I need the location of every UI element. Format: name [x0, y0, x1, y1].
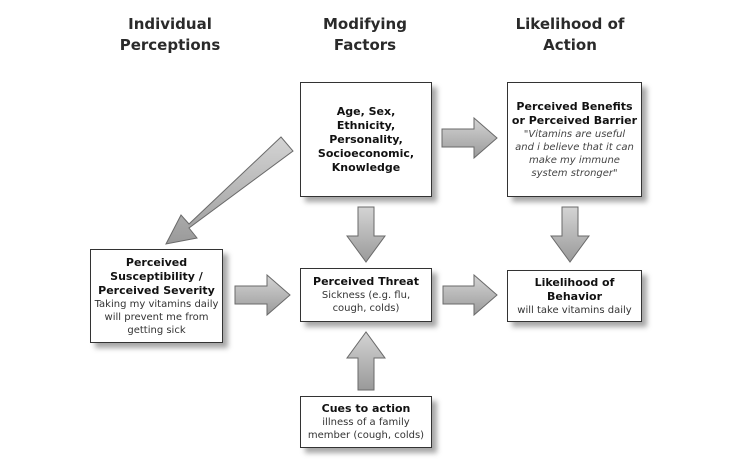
arrow-threat-to-behavior: [442, 273, 498, 317]
box-likelihood-of-behavior: Likelihood of Behavior will take vitamin…: [507, 270, 642, 322]
susceptibility-title-line: Perceived Severity: [98, 283, 215, 297]
arrow-benefits-to-behavior: [550, 206, 590, 263]
susceptibility-title-line: Perceived: [125, 255, 188, 269]
arrow-modifying-to-threat: [346, 206, 386, 263]
arrow-modifying-to-benefits: [441, 116, 498, 160]
modifying-line: Ethnicity,: [336, 118, 396, 132]
benefits-quote-line: and i believe that it can: [515, 141, 634, 153]
cues-title: Cues to action: [321, 402, 411, 415]
behavior-title-line: Behavior: [546, 289, 603, 303]
susceptibility-text-line: Taking my vitamins daily: [94, 298, 219, 310]
modifying-line: Personality,: [329, 132, 403, 146]
susceptibility-text-line: getting sick: [127, 324, 186, 336]
box-perceived-threat: Perceived Threat Sickness (e.g. flu, cou…: [300, 268, 432, 322]
arrow-cues-to-threat: [346, 331, 386, 391]
header-line: Likelihood of: [515, 15, 625, 33]
modifying-line: Knowledge: [331, 160, 401, 174]
behavior-text: will take vitamins daily: [517, 304, 632, 316]
arrow-modifying-to-susceptibility: [165, 136, 294, 245]
susceptibility-title-line: Susceptibility /: [110, 269, 203, 283]
behavior-title-line: Likelihood of: [534, 275, 615, 289]
benefits-title-line: Perceived Benefits: [516, 99, 633, 113]
header-likelihood-of-action: Likelihood of Action: [495, 14, 645, 56]
benefits-quote-line: system stronger": [531, 167, 618, 179]
threat-text-line: Sickness (e.g. flu,: [321, 290, 411, 301]
box-modifying-factors: Age, Sex, Ethnicity, Personality, Socioe…: [300, 82, 432, 197]
header-individual-perceptions: Individual Perceptions: [95, 14, 245, 56]
header-modifying-factors: Modifying Factors: [290, 14, 440, 56]
arrow-susceptibility-to-threat: [234, 273, 291, 317]
box-perceived-susceptibility: Perceived Susceptibility / Perceived Sev…: [90, 249, 223, 343]
benefits-quote-line: make my immune: [529, 154, 620, 166]
header-line: Individual: [128, 15, 212, 33]
box-cues-to-action: Cues to action illness of a family membe…: [300, 396, 432, 448]
header-line: Modifying: [323, 15, 407, 33]
susceptibility-text-line: will prevent me from: [104, 311, 209, 323]
cues-text-line: member (cough, colds): [307, 430, 425, 441]
threat-title: Perceived Threat: [313, 275, 419, 288]
modifying-line: Socioeconomic,: [317, 146, 415, 160]
header-line: Action: [543, 36, 597, 54]
cues-text-line: illness of a family: [322, 417, 410, 428]
modifying-line: Age, Sex,: [336, 104, 396, 118]
threat-text-line: cough, colds): [332, 303, 400, 314]
header-line: Factors: [333, 36, 397, 54]
benefits-quote-line: "Vitamins are useful: [523, 128, 626, 140]
box-perceived-benefits: Perceived Benefits or Perceived Barrier …: [507, 82, 642, 197]
header-line: Perceptions: [119, 36, 221, 54]
benefits-title-line: or Perceived Barrier: [511, 113, 638, 127]
